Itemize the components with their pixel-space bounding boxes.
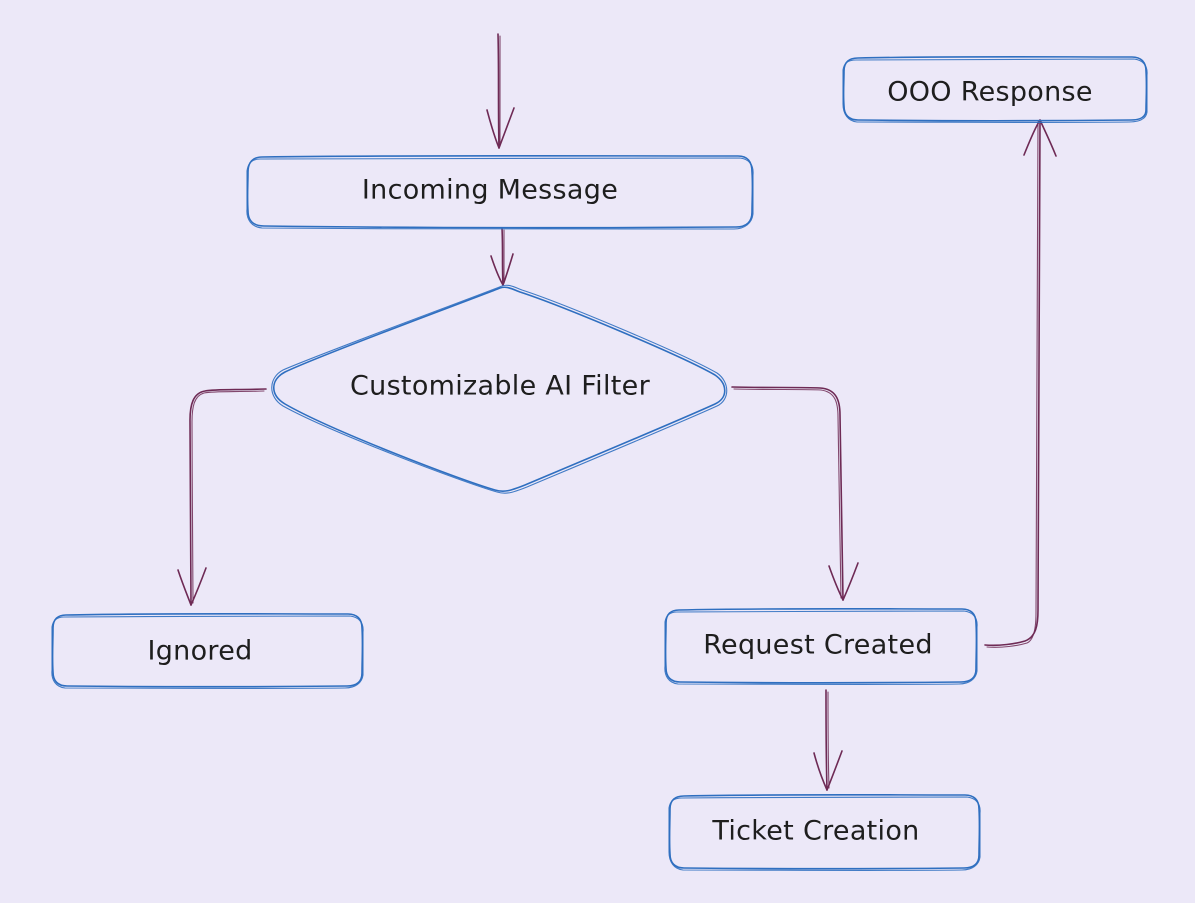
node-label-ai-filter: Customizable AI Filter	[350, 371, 651, 402]
edge-entry-to-incoming-message	[486, 33, 515, 149]
node-label-ticket-creation: Ticket Creation	[711, 816, 919, 847]
node-label-ignored: Ignored	[147, 636, 252, 667]
node-label-request-created: Request Created	[703, 630, 933, 661]
edge-ai-filter-to-request-created	[731, 386, 859, 601]
node-label-ooo-response: OOO Response	[887, 77, 1093, 108]
node-request-created[interactable]: Request Created	[664, 607, 978, 685]
node-ticket-creation[interactable]: Ticket Creation	[668, 793, 981, 871]
node-ai-filter[interactable]: Customizable AI Filter	[271, 284, 728, 494]
edge-incoming-message-to-ai-filter	[490, 227, 514, 286]
node-ignored[interactable]: Ignored	[51, 612, 364, 689]
edge-ai-filter-to-ignored	[177, 388, 267, 606]
node-label-incoming-message: Incoming Message	[362, 175, 618, 206]
edge-request-created-to-ticket-creation	[813, 689, 843, 791]
node-incoming-message[interactable]: Incoming Message	[246, 154, 754, 230]
edge-request-created-to-ooo-response	[984, 119, 1057, 648]
node-ooo-response[interactable]: OOO Response	[842, 55, 1148, 123]
